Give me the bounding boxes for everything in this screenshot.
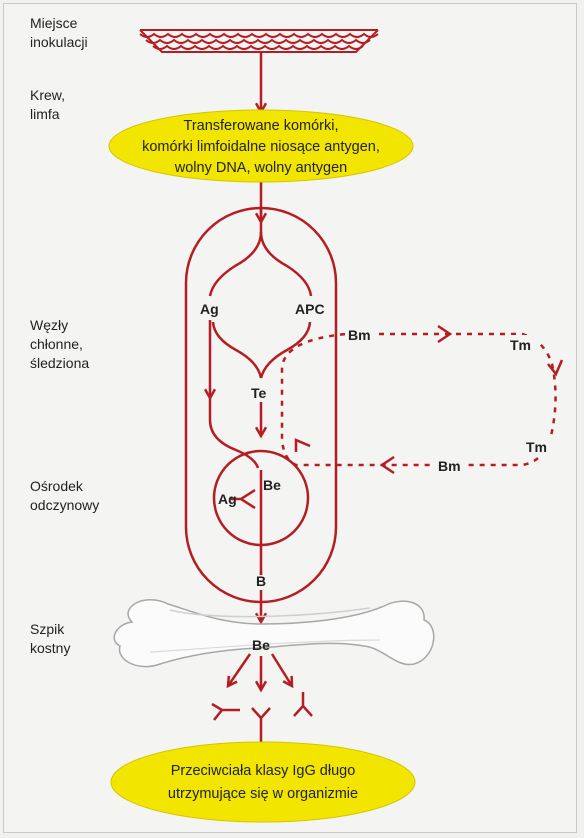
antibody-right: [294, 692, 312, 716]
antibody-left: [212, 704, 240, 720]
node-be-bone: Be: [252, 637, 270, 653]
bone-arrow-left: [228, 654, 250, 686]
node-bm-bottom: Bm: [438, 458, 461, 474]
node-te: Te: [251, 385, 267, 401]
input-ellipse-line-3: wolny DNA, wolny antygen: [174, 160, 347, 176]
loop-arrow-down: [548, 360, 562, 374]
antibody-center: [252, 708, 270, 738]
loop-arrow-up: [296, 440, 310, 452]
node-tm-bottom: Tm: [526, 439, 547, 455]
node-ag: Ag: [200, 301, 219, 317]
node-be-center: Be: [263, 477, 281, 493]
outcome-ellipse-line-1: Przeciwciała klasy IgG długo: [171, 763, 356, 779]
node-b: B: [256, 573, 266, 589]
apc-to-te-line: [261, 322, 310, 378]
inoculation-site-shape: [140, 30, 378, 52]
node-apc: APC: [295, 301, 325, 317]
branch-to-apc: [261, 232, 311, 296]
input-ellipse-line-1: Transferowane komórki,: [184, 118, 339, 134]
input-ellipse-line-2: komórki limfoidalne niosące antygen,: [142, 139, 380, 155]
node-bm-top: Bm: [348, 327, 371, 343]
outcome-ellipse-line-2: utrzymujące się w organizmie: [168, 786, 358, 802]
node-ag-center: Ag: [218, 491, 237, 507]
memory-cell-loop: [282, 334, 556, 465]
bone-arrow-right: [272, 654, 292, 686]
outcome-ellipse: [111, 742, 415, 822]
ag-to-te-line: [213, 322, 261, 378]
ag-to-center-line: [210, 398, 258, 468]
loop-arrow-right: [438, 326, 450, 342]
node-tm-top: Tm: [510, 337, 531, 353]
